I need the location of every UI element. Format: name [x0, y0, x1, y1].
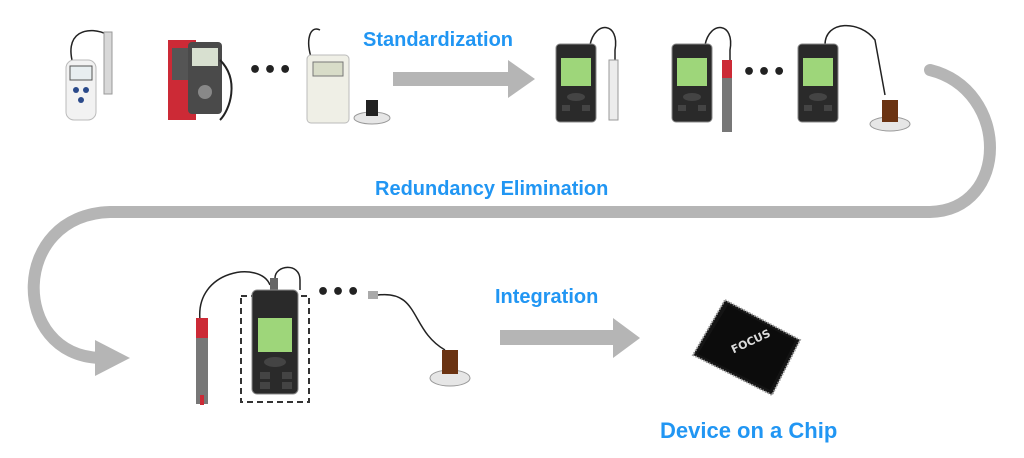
standard-meter-icon: [251, 266, 301, 395]
label-integration: Integration: [495, 286, 599, 308]
microchip-icon: [691, 298, 802, 397]
integration-arrowhead: [613, 318, 640, 358]
multimeter-icon: [168, 40, 233, 121]
ellipsis-row1-right: •••: [742, 60, 788, 85]
standard-meter-icon: [797, 24, 911, 132]
light-sensor-icon: [368, 291, 471, 387]
integration-arrow-shaft: [500, 330, 615, 345]
ellipsis-row2: •••: [316, 280, 362, 305]
standard-meter-icon: [555, 26, 619, 123]
thermometer-icon: [65, 29, 113, 121]
standardization-arrow-shaft: [393, 72, 511, 86]
light-meter-icon: [306, 28, 391, 125]
standard-meter-icon: [671, 26, 732, 132]
flow-curve: [27, 64, 996, 364]
label-device-on-chip: Device on a Chip: [660, 418, 838, 443]
label-standardization: Standardization: [363, 29, 514, 51]
standardization-arrowhead: [508, 60, 535, 98]
ellipsis-row1-left: •••: [248, 58, 294, 83]
flow-curve-arrowhead: [95, 340, 130, 376]
probe-icon: [196, 271, 271, 405]
label-redundancy-elimination: Redundancy Elimination: [375, 178, 609, 200]
